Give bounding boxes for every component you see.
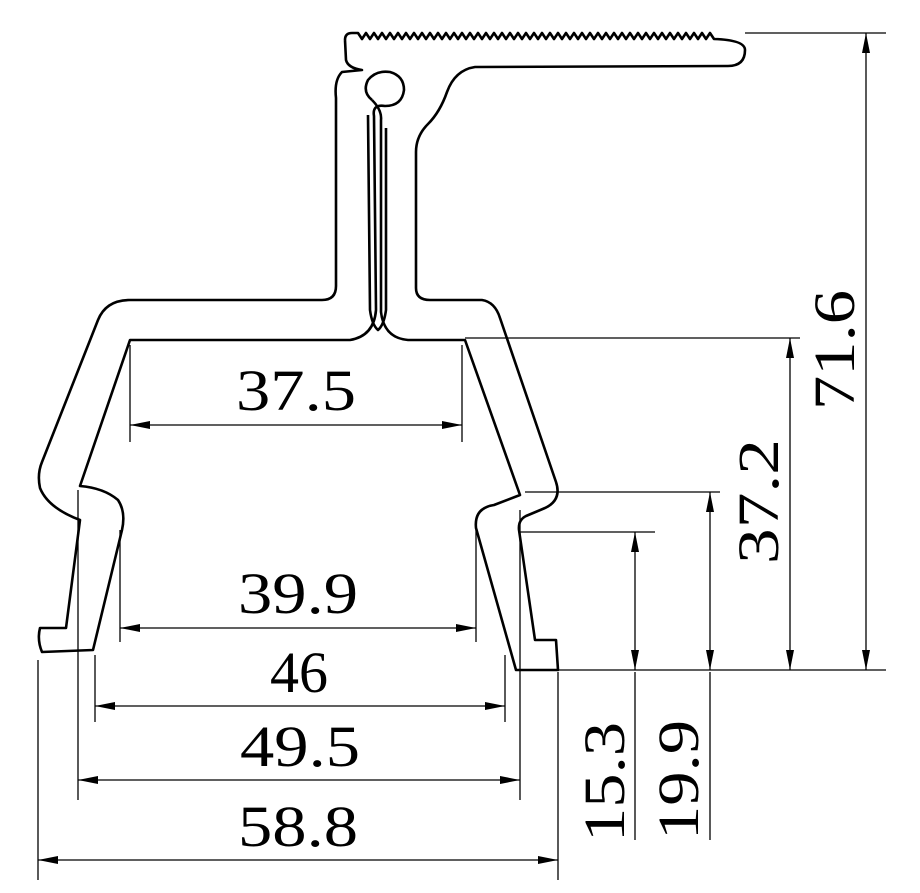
stem-left-and-body (37, 39, 406, 654)
dim-label-15-3: 15.3 (572, 722, 637, 842)
serrated-top-plate (343, 31, 747, 672)
dim-label-37-2: 37.2 (726, 439, 791, 564)
dimension-lines (38, 33, 870, 864)
dim-label-71-6: 71.6 (802, 290, 867, 410)
extension-lines (37, 32, 886, 880)
dim-label-49-5: 49.5 (240, 714, 360, 779)
stem-slot (366, 114, 388, 332)
dim-label-39-9: 39.9 (238, 561, 358, 626)
extrusion-profile (37, 31, 747, 672)
dim-label-46: 46 (270, 640, 328, 705)
dimension-labels: 37.5 39.9 46 49.5 58.8 15.3 19.9 37.2 71… (236, 290, 867, 859)
dim-label-37-5: 37.5 (236, 358, 356, 423)
dim-label-58-8: 58.8 (238, 794, 358, 859)
dim-label-19-9: 19.9 (646, 720, 711, 840)
